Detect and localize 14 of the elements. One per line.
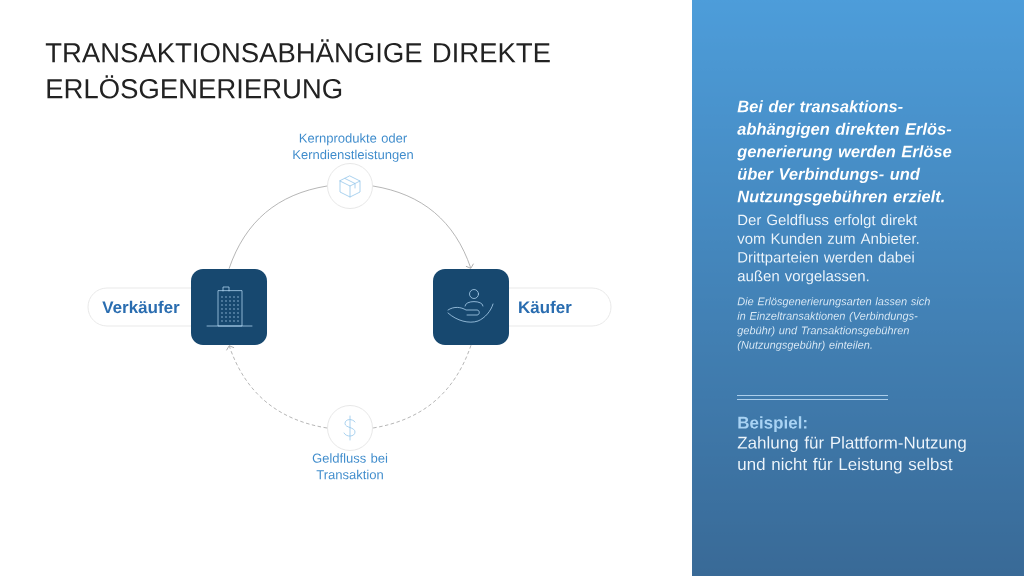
label-pill: Käufer xyxy=(508,287,612,327)
panel-text: Der Geldfluss erfolgt direkt vom Kunden zum Anbieter. Drittparteien werden dabei außen vorgelassen. xyxy=(737,214,919,285)
curved-line xyxy=(228,185,328,270)
dashed-curved-arrow xyxy=(226,345,328,429)
node-caption: Kernprodukte oder Kerndienstleistungen xyxy=(293,133,413,162)
panel-note: Die Erlösgenerierungsarten lassen sich in Einzeltransaktionen (Verbindungs- gebühr) und Transaktionsgebühren (Nutzungsgebühr) einteilen. xyxy=(737,297,930,351)
panel-heading: Bei der transaktions- abhängigen direkten Erlös- generierung werden Erlöse über Verbindungs- und Nutzungsgebühren erzielt. xyxy=(737,100,952,206)
example-text: Zahlung für Plattform-Nutzung und nicht für Leistung selbst xyxy=(737,436,966,474)
label-pill: Verkäufer xyxy=(87,287,192,327)
slide-title: TRANSAKTIONSABHÄNGIGE DIREKTE ERLÖSGENERIERUNG xyxy=(45,39,550,99)
example-heading: Beispiel: xyxy=(738,416,807,433)
dashed-curved-line xyxy=(372,344,472,429)
curved-arrow xyxy=(372,185,474,269)
node-caption: Geldfluss bei Transaktion xyxy=(312,453,388,480)
